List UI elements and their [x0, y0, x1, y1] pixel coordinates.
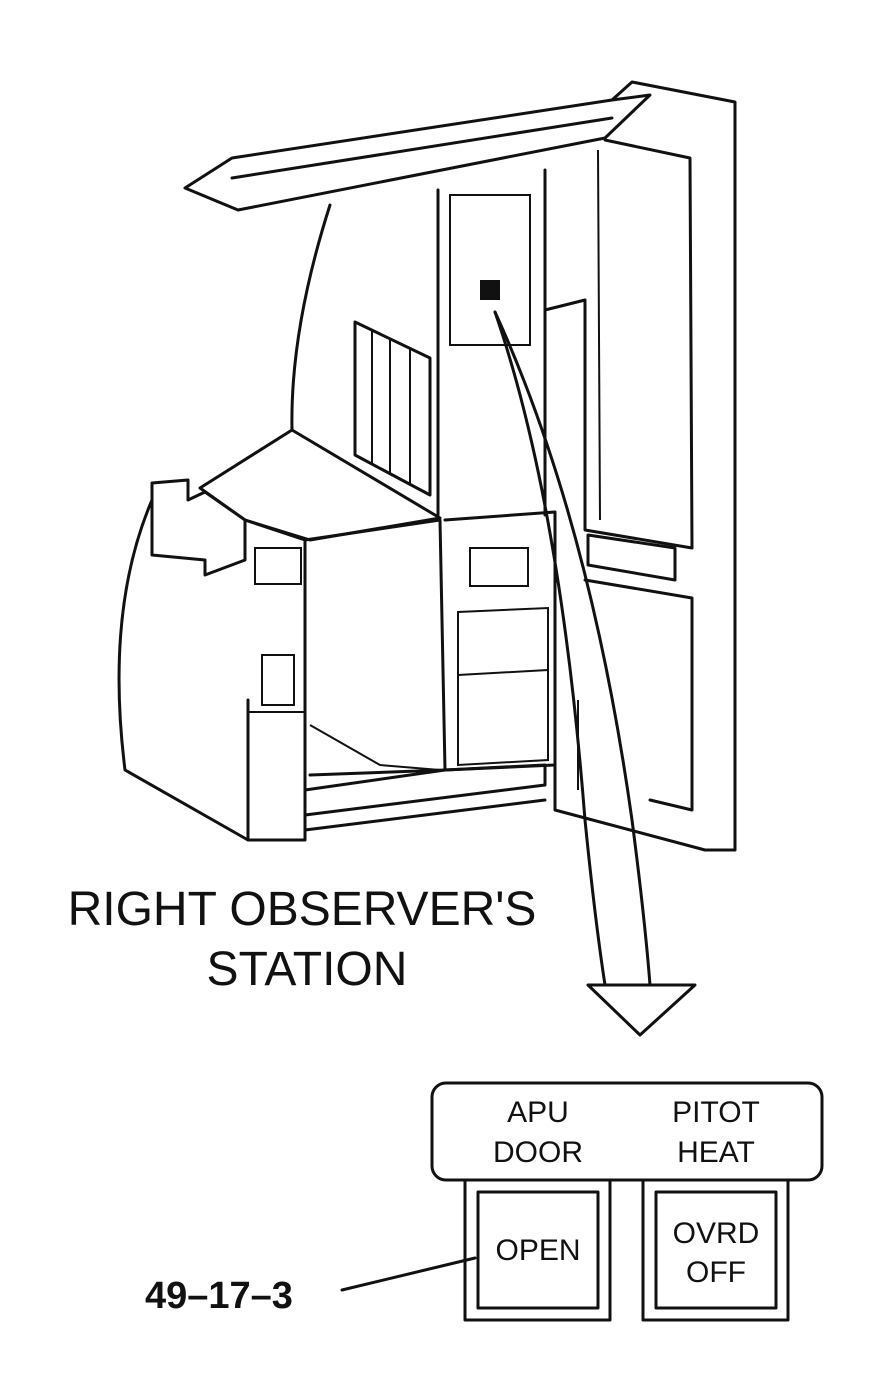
apu-door-open-label: OPEN	[495, 1234, 580, 1267]
right-door-inner	[597, 149, 601, 521]
pitot-heat-label-line1: OVRD	[673, 1217, 760, 1250]
location-arrow	[493, 310, 697, 1037]
observer-station-illustration	[117, 80, 737, 852]
upper-panel	[449, 194, 531, 346]
left-cabinet-column	[243, 518, 307, 842]
station-label-line1: RIGHT OBSERVER'S	[68, 883, 537, 936]
left-cabinet-panel-2	[261, 654, 295, 706]
arrow-shaft-left	[493, 310, 607, 987]
callout-number: 49–17–3	[145, 1275, 293, 1317]
left-cabinet-panel-1	[254, 547, 302, 585]
right-base	[553, 718, 707, 852]
top-block	[150, 478, 247, 577]
base-line	[303, 798, 547, 832]
vent-grille	[353, 320, 432, 497]
pitot-heat-header-line1: PITOT	[672, 1096, 760, 1129]
open-compartment	[303, 518, 447, 777]
arrow-head	[586, 983, 697, 1037]
compartment-floor	[309, 724, 441, 771]
middle-cabinet-drawers	[457, 606, 549, 767]
right-door-handle	[586, 533, 677, 582]
pitot-heat-header-line2: HEAT	[677, 1136, 755, 1169]
apu-door-header-line2: DOOR	[493, 1136, 583, 1169]
switch-panel: APU DOOR PITOT HEAT OPEN OVRD OFF	[430, 1081, 824, 1322]
overhead-canopy	[183, 93, 652, 212]
arrow-shaft-right	[493, 310, 652, 987]
pitot-heat-ovrd-off-button[interactable]	[654, 1190, 778, 1310]
canopy-edge	[230, 116, 614, 180]
right-door	[543, 138, 694, 550]
middle-cabinet	[443, 510, 557, 772]
back-panel-curve	[290, 203, 332, 432]
panel-header-plate	[430, 1081, 824, 1182]
front-curved-body	[117, 498, 250, 842]
middle-cabinet-panel-1	[469, 547, 529, 587]
right-lower-door	[583, 578, 694, 812]
station-label-line2: STATION	[207, 943, 408, 996]
apu-door-open-button[interactable]	[476, 1190, 600, 1310]
indicator-location-marker	[480, 280, 500, 300]
pitot-heat-label-line2: OFF	[686, 1256, 746, 1289]
right-wall-edge	[610, 80, 737, 852]
vent-slats	[371, 330, 411, 485]
apu-door-header-line1: APU	[507, 1096, 569, 1129]
callout-leader-line	[340, 1256, 477, 1292]
compartment-sill	[303, 763, 547, 817]
